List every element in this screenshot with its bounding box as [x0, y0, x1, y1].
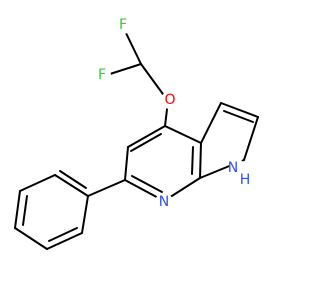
bond-c2-n1	[243, 116, 259, 161]
atom-pyrrole-nitrogen: N	[228, 159, 245, 176]
atom-f1: F	[114, 16, 132, 34]
bond-c3a-c4	[164, 125, 202, 144]
atom-oxygen: O	[161, 91, 179, 109]
bond-c-f2	[109, 63, 142, 75]
atom-f2: F	[93, 66, 111, 84]
bond-c4-c5	[127, 125, 166, 148]
atom-pyrrole-hydrogen: H	[240, 172, 257, 188]
bond-c6-n7-double	[131, 175, 163, 193]
bonds	[14, 30, 259, 250]
bond-ph5-ph6	[46, 232, 83, 250]
atom-labels: F F O N N H	[93, 16, 257, 211]
bond-ph6-ph1	[81, 195, 89, 234]
bond-ph4-ph5	[14, 227, 48, 250]
bond-c7a-c3a	[199, 142, 202, 179]
bond-ph1-ph2	[54, 174, 89, 197]
bond-ph1-ph2-double	[59, 170, 87, 189]
bond-c-f1	[124, 30, 142, 65]
atom-pyrrole-nitrogen-label: N	[228, 160, 238, 176]
bond-ph2-ph3	[19, 174, 56, 192]
molecule-structure-diagram: F F O N N H	[14, 16, 259, 250]
bond-c5-c6	[124, 146, 129, 181]
atom-pyridine-nitrogen-label: N	[159, 194, 169, 210]
bond-c3-c2-double	[223, 110, 254, 123]
bond-c4-c5-double	[130, 133, 162, 152]
atom-f1-label: F	[119, 17, 127, 33]
bond-c7a-c3a-double	[191, 146, 194, 175]
bond-ph5-ph6-double	[48, 227, 78, 242]
bond-c6-phenyl	[87, 179, 126, 197]
bond-c3-c2	[220, 102, 259, 118]
bond-ph3-ph4-double	[22, 195, 28, 226]
atom-f2-label: F	[98, 67, 106, 83]
atom-pyrrole-hydrogen-label: H	[240, 172, 251, 188]
atom-pyridine-nitrogen: N	[155, 193, 173, 211]
atom-oxygen-label: O	[164, 92, 175, 108]
bond-c3a-c3	[200, 102, 222, 144]
bond-ph3-ph4	[14, 190, 21, 229]
